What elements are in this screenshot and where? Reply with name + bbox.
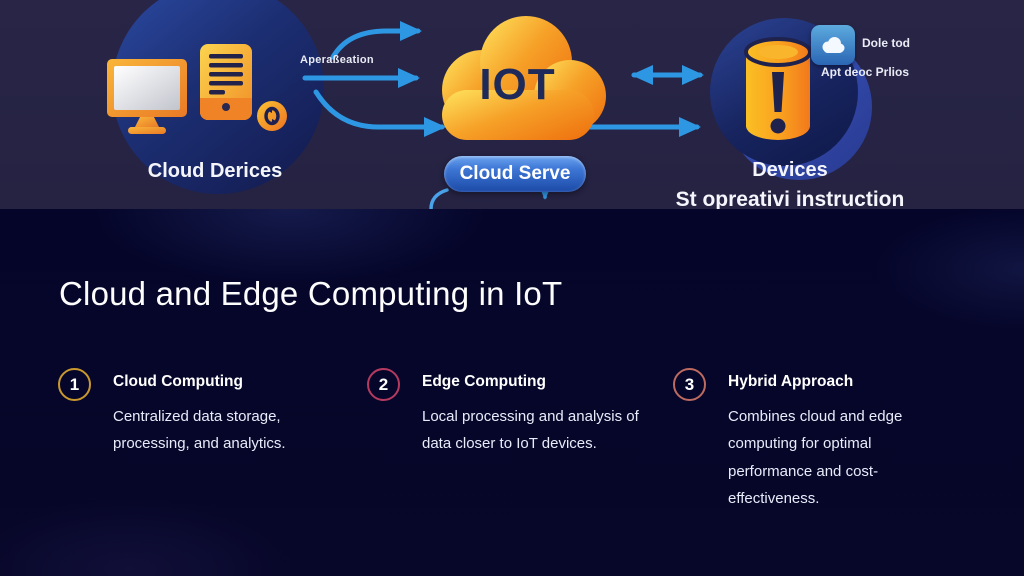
- list-item-hybrid-approach: 3 Hybrid Approach Combines cloud and edg…: [673, 366, 920, 512]
- iot-cloud-label: IOT: [479, 60, 556, 109]
- app-badge-label-1: Dole tod: [862, 36, 910, 50]
- slide-body: Cloud and Edge Computing in IoT 1 Cloud …: [0, 209, 1024, 576]
- page-title: Cloud and Edge Computing in IoT: [59, 275, 563, 312]
- item-number-badge: 3: [673, 368, 706, 401]
- iot-cloud-icon: [442, 16, 606, 140]
- cloud-app-icon: [822, 37, 845, 53]
- list-item-cloud-computing: 1 Cloud Computing Centralized data stora…: [58, 366, 309, 458]
- monitor-icon: [107, 59, 187, 134]
- flow-label: Aperaßeation: [300, 54, 374, 66]
- item-heading: Cloud Computing: [113, 373, 243, 390]
- app-badge-label-2: Apt deoc Prlios: [821, 65, 910, 79]
- item-body: Local processing and analysis of data cl…: [422, 408, 639, 453]
- devices-sublabel: St opreativi instruction: [675, 188, 905, 209]
- item-heading: Edge Computing: [422, 373, 546, 390]
- item-number-badge: 2: [367, 368, 400, 401]
- item-body: Combines cloud and edge computing for op…: [728, 408, 903, 507]
- tablet-icon: [200, 44, 252, 120]
- item-number-badge: 1: [58, 368, 91, 401]
- cloud-devices-label: Cloud Derices: [147, 160, 283, 182]
- item-heading: Hybrid Approach: [728, 373, 854, 390]
- sync-icon: [257, 101, 287, 131]
- item-body: Centralized data storage, processing, an…: [113, 408, 286, 453]
- cloud-server-pill: Cloud Serve: [444, 156, 586, 192]
- iot-illustration: IOT Cloud Serve: [0, 0, 1024, 209]
- database-alert-icon: [744, 37, 812, 140]
- list-item-edge-computing: 2 Edge Computing Local processing and an…: [367, 366, 660, 458]
- devices-label: Devices: [752, 159, 828, 181]
- cloud-app-badge: [811, 25, 855, 65]
